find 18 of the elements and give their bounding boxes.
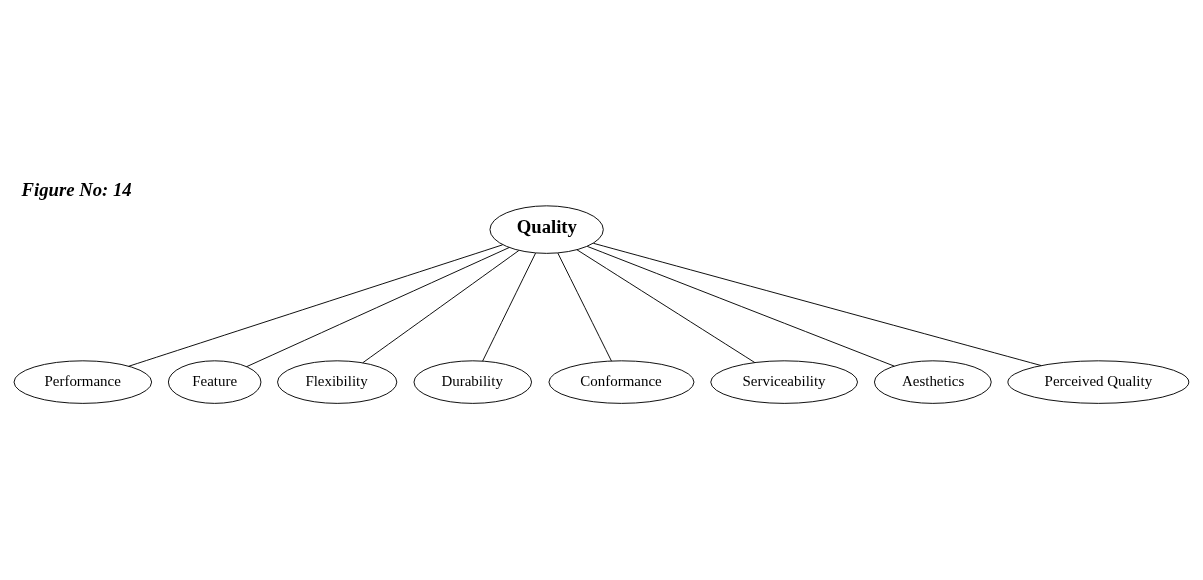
node-ellipse: Durability	[413, 359, 533, 404]
connector	[128, 243, 504, 367]
connector	[246, 246, 510, 367]
node-ellipse: Quality	[489, 204, 604, 254]
node-ellipse: Performance	[13, 359, 153, 404]
connector	[592, 242, 1042, 366]
connector	[557, 252, 612, 362]
connector	[576, 248, 756, 363]
node-ellipse: Perceived Quality	[1007, 359, 1190, 404]
node-ellipse: Aesthetics	[873, 359, 992, 404]
node-ellipse: Serviceability	[710, 359, 858, 404]
connector	[586, 245, 895, 367]
connector	[482, 252, 537, 362]
connector	[362, 249, 520, 363]
node-ellipse: Feature	[167, 359, 262, 404]
node-ellipse: Conformance	[548, 359, 695, 404]
diagram-title: Figure No: 14	[21, 178, 132, 200]
node-ellipse: Flexibility	[277, 359, 398, 404]
